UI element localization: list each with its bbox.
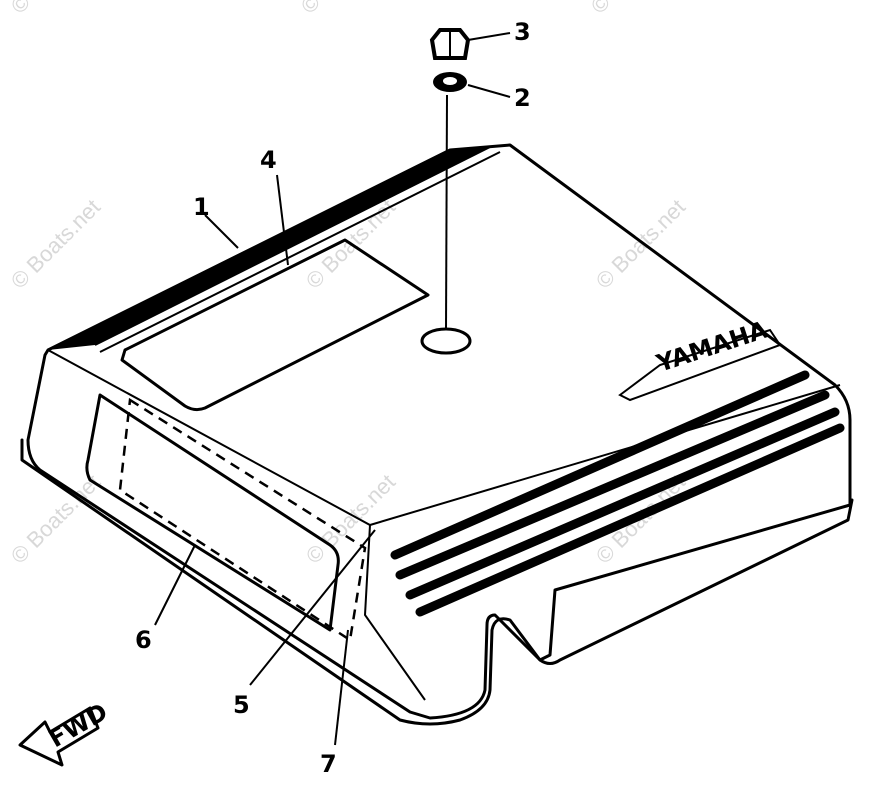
- vent-groove: [395, 390, 830, 580]
- watermark: © Boats.net: [296, 0, 395, 19]
- watermark: © Boats.net: [591, 194, 690, 293]
- cover-crease: [363, 524, 426, 701]
- vent-grooves: [390, 370, 845, 617]
- leader-line: [204, 214, 239, 249]
- callout-5: 5: [233, 691, 250, 719]
- label-plate: [120, 238, 430, 412]
- cover-rim: [20, 438, 854, 726]
- back-edge-line: [94, 146, 491, 346]
- side-window: [85, 393, 340, 632]
- fwd-label: FWD: [44, 698, 112, 754]
- watermark: © Boats.net: [301, 469, 400, 568]
- callout-2: 2: [514, 84, 531, 112]
- emblem-plate: [618, 328, 782, 402]
- watermark: © Boats.net: [6, 194, 105, 293]
- leader-line: [334, 629, 349, 746]
- watermark: © Boats.net: [586, 0, 685, 19]
- callout-3: 3: [514, 18, 531, 46]
- vent-groove: [405, 407, 840, 600]
- fwd-arrow-icon: FWD: [18, 698, 112, 767]
- cover-outline: [26, 143, 852, 720]
- callout-1: 1: [193, 193, 210, 221]
- watermarks: © Boats.net © Boats.net © Boats.net © Bo…: [6, 0, 690, 569]
- assembly-axis-line: [445, 94, 448, 331]
- watermark: © Boats.net: [6, 0, 105, 19]
- leader-line: [249, 529, 376, 686]
- leader-lines: [154, 32, 511, 746]
- washer: [433, 72, 467, 92]
- brand-mark: YAMAHA: [652, 315, 771, 378]
- leader-line: [276, 174, 289, 266]
- bolt-hole: [420, 327, 472, 355]
- callout-6: 6: [135, 626, 152, 654]
- leader-line: [154, 544, 196, 626]
- leader-line: [467, 32, 511, 41]
- cover-back-edge: [48, 147, 490, 350]
- top-cover: YAMAHA: [20, 143, 854, 726]
- cap-nut: [429, 28, 471, 60]
- callout-7: 7: [320, 750, 337, 778]
- vent-groove: [415, 423, 845, 617]
- leader-line: [467, 84, 511, 98]
- callout-4: 4: [260, 146, 277, 174]
- vent-groove: [390, 370, 810, 560]
- back-edge-line: [99, 151, 501, 353]
